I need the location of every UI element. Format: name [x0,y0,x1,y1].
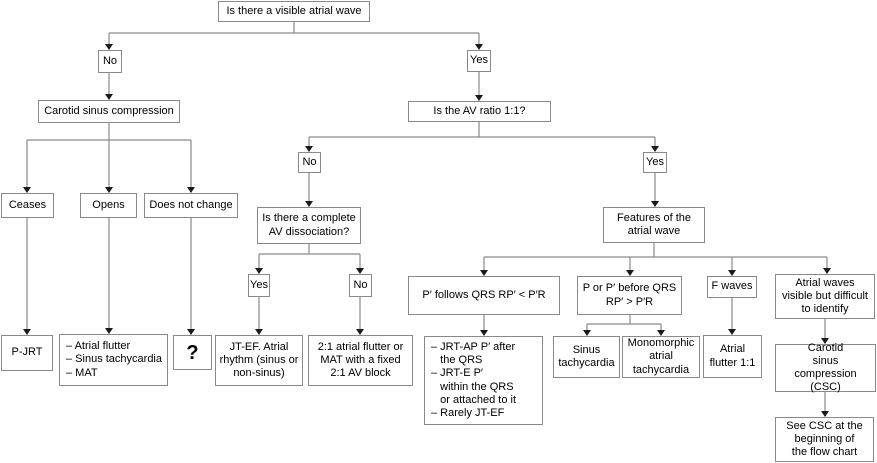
node-p-jrt: P-JRT [1,335,53,371]
node-monomorphic-atrial-tachycardia: Monomorphic atrial tachycardia [622,336,700,378]
node-sinus-tachycardia: Sinus tachycardia [553,336,620,378]
node-av-dissociation-question: Is there a complete AV dissociation? [257,207,361,244]
node-opens-outcomes: – Atrial flutter – Sinus tachycardia – M… [59,334,168,386]
node-p-before-qrs: P or P′ before QRS RP′ > P′R [577,276,682,315]
node-no-visible: No [98,50,122,73]
node-does-not-change: Does not change [144,193,238,218]
node-yes-ratio: Yes [643,152,667,173]
node-see-csc: See CSC at the beginning of the flow cha… [775,417,874,462]
node-yes-visible: Yes [467,50,491,72]
node-av-ratio-question: Is the AV ratio 1:1? [408,101,551,122]
node-jt-ef-atrial-rhythm: JT-EF. Atrial rhythm (sinus or non-sinus… [215,335,303,386]
node-no-dissociation: No [349,274,372,297]
node-yes-dissociation: Yes [248,274,270,297]
node-features-atrial-wave: Features of the atrial wave [603,207,705,243]
node-2-1-atrial-flutter: 2:1 atrial flutter or MAT with a fixed 2… [308,335,413,386]
node-p-follows-qrs: P′ follows QRS RP′ < P′R [408,276,560,315]
node-carotid-sinus-compression-csc: Carotid sinus compression (CSC) [775,342,876,393]
node-carotid-sinus-compression: Carotid sinus compression [38,100,180,123]
node-unknown: ? [173,335,212,370]
node-atrial-flutter-1-1: Atrial flutter 1:1 [703,335,762,378]
node-opens: Opens [80,193,137,218]
node-ceases: Ceases [1,193,54,218]
node-f-waves: F waves [707,276,757,298]
node-visible-atrial-wave: Is there a visible atrial wave [218,1,370,22]
node-atrial-waves-difficult: Atrial waves visible but difficult to id… [775,274,875,319]
node-no-ratio: No [298,152,321,173]
node-jrt-outcomes: – JRT-AP P′ after the QRS – JRT-E P′ wit… [424,336,543,425]
